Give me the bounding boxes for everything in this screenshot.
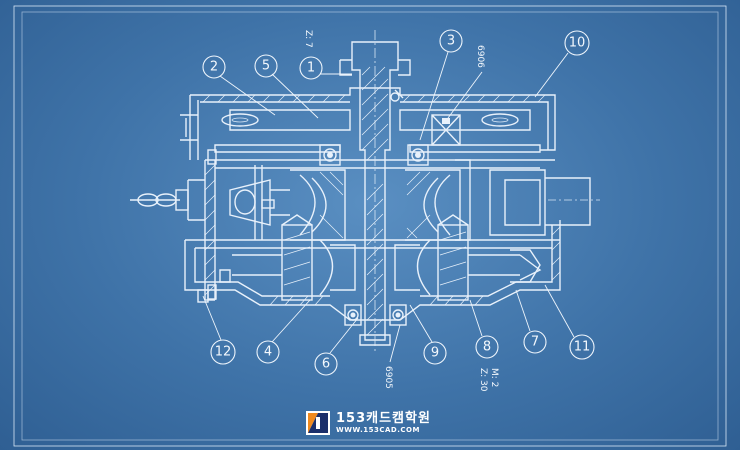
note-module: M: 2	[489, 368, 499, 387]
callout-8-label: 8	[483, 340, 491, 355]
callout-4	[256, 340, 280, 364]
callout-12	[210, 339, 236, 365]
callout-9	[423, 341, 447, 365]
callout-10	[564, 30, 590, 56]
callout-6-label: 6	[322, 357, 330, 372]
logo: 153캐드캠학원 WWW.153CAD.COM	[306, 411, 431, 435]
callout-2	[202, 55, 226, 79]
callout-3	[439, 29, 463, 53]
callout-4-label: 4	[264, 345, 272, 360]
callout-8	[475, 335, 499, 359]
callout-2-label: 2	[210, 60, 218, 75]
main-shaft	[339, 30, 411, 352]
fasteners	[197, 89, 404, 303]
callout-6	[314, 352, 338, 376]
logo-title: 153캐드캠학원	[336, 411, 431, 426]
lower-gears	[232, 214, 542, 326]
callout-7	[523, 330, 547, 354]
callout-11-label: 11	[574, 340, 591, 355]
callout-1-label: 1	[307, 61, 315, 76]
frame-outer	[13, 5, 727, 447]
callout-11	[569, 334, 595, 360]
housing-hatching	[202, 94, 561, 306]
callout-7-label: 7	[531, 335, 539, 350]
callouts: 1 2 3 5 10 12 4	[202, 29, 595, 376]
callout-5	[254, 54, 278, 78]
frame-inner	[21, 11, 719, 441]
chain-coupling	[130, 179, 205, 221]
callout-10-label: 10	[569, 36, 586, 51]
note-bearing-6905: 6905	[383, 366, 393, 389]
callout-3-label: 3	[447, 34, 455, 49]
bevel-gears	[229, 159, 600, 241]
callout-1	[299, 56, 323, 80]
callout-5-label: 5	[262, 59, 270, 74]
note-bearing-6906: 6906	[475, 45, 485, 68]
housing	[180, 87, 561, 321]
note-z7: Z: 7	[303, 30, 313, 48]
note-z30: Z: 30	[478, 368, 488, 392]
logo-url: WWW.153CAD.COM	[336, 426, 420, 434]
upper-gear-section	[214, 109, 541, 166]
callout-9-label: 9	[431, 346, 439, 361]
logo-mark-icon	[306, 411, 330, 435]
notes: Z: 7 6906 6905 M: 2 Z: 30	[303, 30, 499, 392]
callout-12-label: 12	[215, 345, 232, 360]
